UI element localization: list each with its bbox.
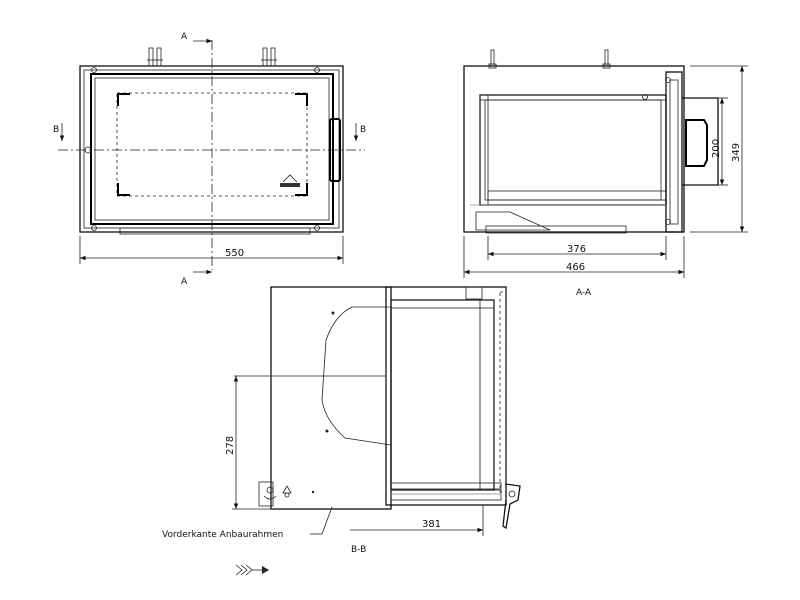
dimension-376-label: 376 (567, 244, 586, 255)
section-b-left-label: B (53, 125, 59, 135)
section-b-title: B-B (351, 545, 366, 555)
section-b-right-label: B (360, 125, 366, 135)
section-a-top-label: A (181, 32, 188, 42)
top-connectors-left (147, 47, 163, 67)
front-window (116, 92, 308, 197)
dimension-278-label: 278 (225, 436, 236, 455)
direction-arrow-icon (235, 564, 269, 576)
brand-logo-icon (280, 174, 300, 187)
dimension-466: 466 (463, 236, 685, 278)
front-edge-label: Vorderkante Anbaurahmen (162, 530, 283, 540)
section-b-view: 278 381 Vorderkante Anbaurahmen B-B (162, 286, 521, 555)
dimension-349-label: 349 (731, 143, 742, 162)
section-b-hinge-fitting (258, 481, 292, 507)
dimension-278: 278 (225, 376, 271, 510)
dimension-381-label: 381 (422, 519, 441, 530)
dimension-466-label: 466 (566, 262, 585, 273)
section-a-outer-body (463, 65, 685, 233)
dimension-381: 381 (350, 505, 484, 536)
top-connectors-right (261, 47, 277, 67)
dimension-349: 349 (690, 65, 748, 233)
section-a-bottom-label: A (181, 277, 188, 287)
dimension-550-label: 550 (225, 248, 244, 259)
dimension-376: 376 (487, 236, 667, 260)
section-b-oven-box (385, 286, 507, 506)
front-outer-frame (79, 65, 344, 233)
section-a-title: A-A (576, 288, 592, 298)
section-a-view: 349 200 376 466 A-A (463, 49, 748, 298)
section-a-door (665, 71, 683, 233)
front-view: A A B B 550 (53, 32, 366, 287)
section-a-handle (682, 97, 719, 186)
section-b-front-bracket (502, 483, 521, 530)
section-a-cavity (479, 94, 667, 206)
dimension-550: 550 (79, 236, 344, 264)
section-b-mount-plate (270, 286, 392, 510)
dimension-200-label: 200 (711, 139, 722, 158)
dimension-200: 200 (711, 97, 728, 186)
